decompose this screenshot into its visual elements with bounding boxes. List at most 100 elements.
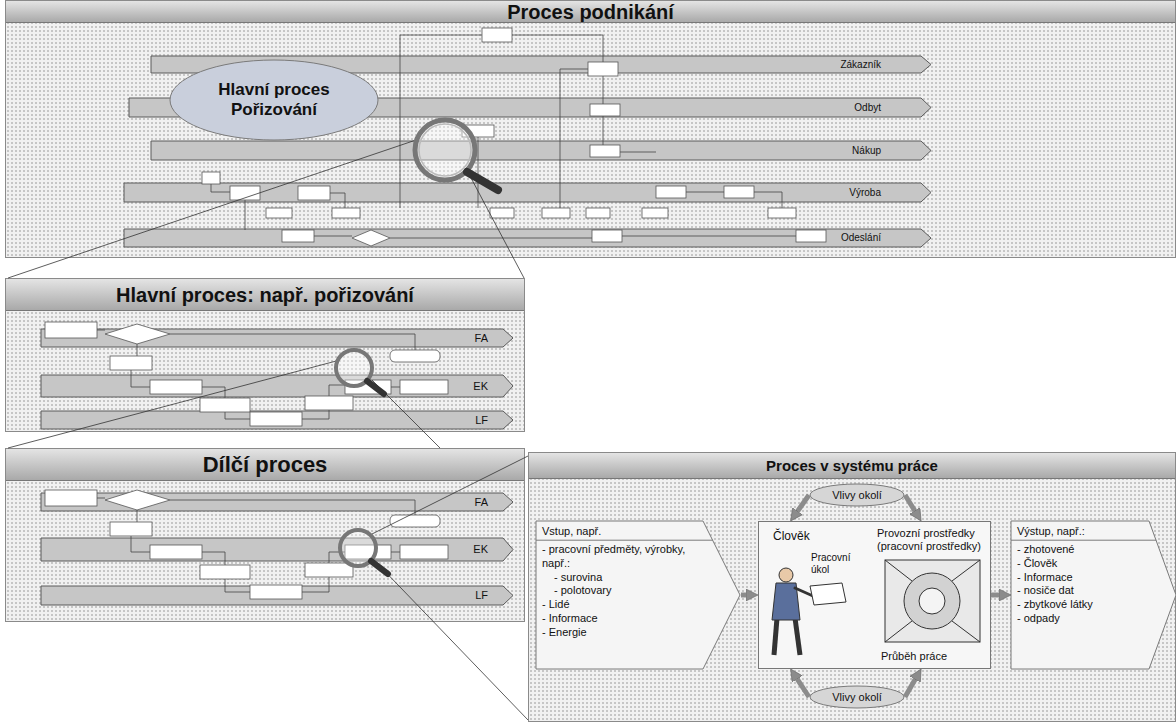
lane-shape xyxy=(41,538,513,561)
step-box xyxy=(305,396,353,410)
process-panel: Proces v systému práceVlivy okolíVstup, … xyxy=(528,452,1176,722)
list-item: - nosiče dat xyxy=(1017,584,1143,598)
step-box xyxy=(642,208,668,218)
lane-shape xyxy=(41,493,513,511)
magnifier-lens xyxy=(336,350,372,386)
step-box xyxy=(298,186,330,200)
step-box xyxy=(305,563,353,577)
step-box xyxy=(202,172,220,184)
swimlane-arrow: EK xyxy=(41,375,513,397)
box-label: Pracovní úkol xyxy=(811,552,861,575)
lane-shape xyxy=(41,411,513,429)
input-arrow: Vstup, např.- pracovní předměty, výrobky… xyxy=(536,521,741,669)
step-box xyxy=(400,380,448,394)
machine-lines xyxy=(885,560,980,642)
magnifier-handle xyxy=(367,381,384,394)
worker-leg xyxy=(795,618,800,655)
output-arrow: Výstup, např.:- zhotovené- Člověk- Infor… xyxy=(1011,521,1176,669)
title-bar: Proces podnikání xyxy=(6,1,1175,23)
process-panel: Proces podnikáníZákazníkOdbytNákupVýroba… xyxy=(5,0,1176,258)
list-item: - zhotovené xyxy=(1017,543,1143,557)
process-ellipse: Hlavní proces Pořizování xyxy=(169,59,379,141)
ellipse-outline xyxy=(170,60,378,140)
lane-label: Odbyt xyxy=(854,103,881,113)
magnifier-rim xyxy=(419,124,471,176)
machine-hub xyxy=(919,588,945,614)
event-box xyxy=(390,515,440,527)
event-box xyxy=(390,350,440,362)
step-box xyxy=(590,145,620,157)
lane-outline xyxy=(151,141,931,160)
step-box xyxy=(45,322,97,338)
machine-frame xyxy=(885,560,980,642)
flow-line xyxy=(211,35,796,238)
heading-rule xyxy=(1011,540,1156,541)
list-item: - Lidé xyxy=(542,598,697,612)
step-box xyxy=(200,565,250,579)
lane-label: Zákazník xyxy=(840,60,881,70)
label-holder: Provozní prostředky (pracovní prostředky… xyxy=(877,527,989,552)
list-block: Výstup, např.:- zhotovené- Člověk- Infor… xyxy=(1011,521,1149,630)
step-box xyxy=(200,398,250,412)
lane-shape xyxy=(151,141,931,160)
lane-outline xyxy=(41,493,513,511)
process-panel: Dílčí procesFA EK LF xyxy=(5,448,525,622)
zoom-line xyxy=(8,140,416,278)
step-box xyxy=(590,104,620,116)
label-holder: Pracovní úkol xyxy=(811,552,861,575)
flow-line xyxy=(97,330,415,419)
list-item: - zbytkové látky xyxy=(1017,598,1143,612)
step-box xyxy=(724,186,754,198)
label-holder: Člověk xyxy=(773,530,833,544)
flow-arrow xyxy=(741,593,750,598)
list-item: - Informace xyxy=(542,612,697,626)
step-box xyxy=(345,380,391,394)
swimlane-arrow: EK xyxy=(41,538,513,561)
magnifiers xyxy=(336,120,498,574)
list-item: - Energie xyxy=(542,626,697,640)
zoom-lines xyxy=(8,140,528,720)
ellipse-label: Vlivy okolí xyxy=(832,691,882,704)
lane-label: FA xyxy=(475,497,488,508)
lane-label: EK xyxy=(473,381,488,392)
panel-title: Dílčí proces xyxy=(6,449,524,481)
step-box xyxy=(150,545,202,559)
title-bar: Hlavní proces: např. pořizování xyxy=(6,279,524,311)
worker-figure xyxy=(772,568,846,655)
lane-outline xyxy=(41,329,513,347)
list-item: - polotovary xyxy=(542,584,697,598)
swimlane-arrow: Odeslání xyxy=(124,229,931,247)
lane-shape xyxy=(41,586,513,605)
lane-label: LF xyxy=(475,590,488,601)
swimlane-arrow: LF xyxy=(41,586,513,605)
step-box xyxy=(796,230,826,242)
arrow-outline xyxy=(536,521,740,669)
swimlane-arrow: FA xyxy=(41,329,513,347)
label-holder: Průběh práce xyxy=(881,650,971,663)
decision-diamond xyxy=(105,490,170,510)
lane-label: Výroba xyxy=(849,188,881,198)
swimlane-arrow: LF xyxy=(41,411,513,429)
lane-shape xyxy=(41,329,513,347)
step-box xyxy=(345,545,391,559)
lane-label: FA xyxy=(475,333,488,344)
panel-title: Hlavní proces: např. pořizování xyxy=(6,279,524,311)
work-system-box: ČlověkPracovní úkol Provozní prostředky (… xyxy=(758,521,991,669)
flow-arrow xyxy=(795,495,809,514)
step-box xyxy=(592,230,622,242)
flow-arrow xyxy=(795,676,809,697)
machine-symbol xyxy=(885,560,980,642)
lane-label: LF xyxy=(475,415,488,426)
list-item: - Informace xyxy=(1017,571,1143,585)
list-item: - odpady xyxy=(1017,612,1143,626)
influence-ellipse: Vlivy okolí xyxy=(809,685,905,709)
lane-outline xyxy=(41,538,513,561)
lane-outline xyxy=(124,229,931,247)
step-box xyxy=(110,522,152,536)
ellipse-label: Vlivy okolí xyxy=(832,489,882,502)
worker-head xyxy=(779,568,793,582)
lane-label: Odeslání xyxy=(841,233,881,243)
list-heading: Výstup, např.: xyxy=(1017,525,1143,538)
machine-wheel xyxy=(904,573,960,629)
lane-outline xyxy=(41,375,513,397)
